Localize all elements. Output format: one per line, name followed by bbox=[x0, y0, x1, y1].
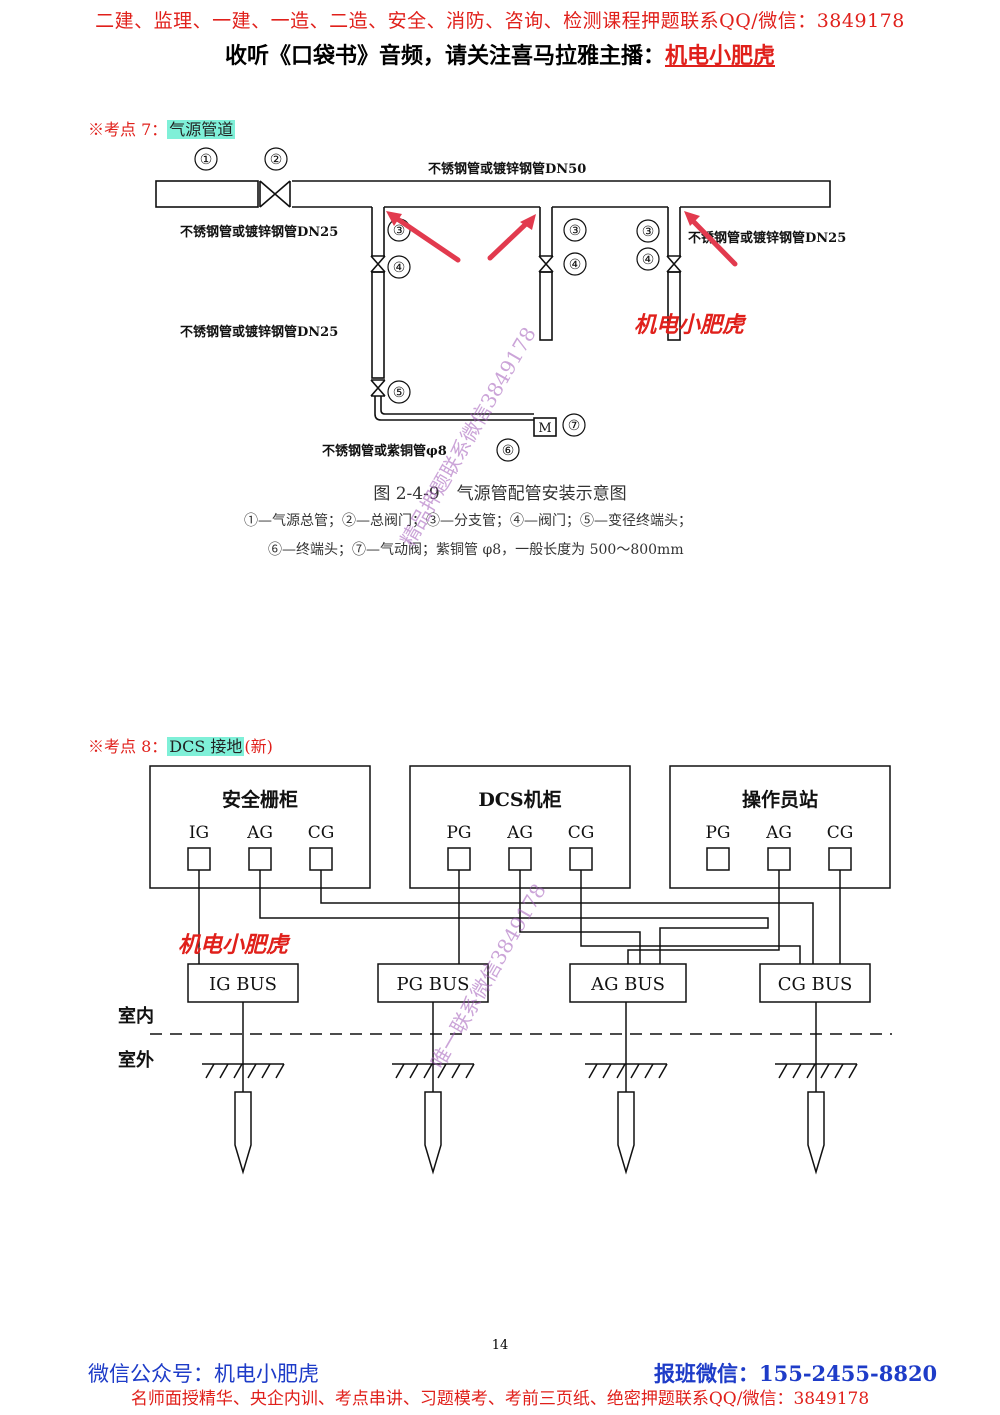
port-label: AG bbox=[506, 823, 533, 843]
port-label: AG bbox=[765, 823, 792, 843]
port-label: CG bbox=[827, 823, 854, 843]
callout-1: ① bbox=[200, 152, 213, 168]
bus-label-cg: CG BUS bbox=[778, 974, 853, 995]
arrow-left bbox=[393, 215, 461, 263]
cabinet-name-3: 操作员站 bbox=[742, 788, 818, 811]
callout-7: ⑦ bbox=[568, 418, 581, 434]
left-branch-valve bbox=[370, 255, 386, 273]
section8-suffix: (新) bbox=[244, 737, 273, 756]
callout-3-middle: ③ bbox=[569, 223, 582, 239]
header-promo-line: 二建、监理、一建、一造、二造、安全、消防、咨询、检测课程押题联系QQ/微信：38… bbox=[95, 10, 905, 32]
pipe-label-main: 不锈钢管或镀锌钢管DN50 bbox=[428, 161, 586, 177]
pipe-label-branch-left: 不锈钢管或镀锌钢管DN25 bbox=[180, 224, 338, 240]
main-pipe-right-segment bbox=[292, 180, 831, 208]
cabinet-name-1: 安全栅柜 bbox=[222, 788, 298, 811]
port-label: IG bbox=[189, 823, 209, 843]
pneumatic-valve-box bbox=[533, 417, 557, 437]
stamp-brand-section7: 机电小肥虎 bbox=[634, 312, 747, 338]
pipe-label-mid: 不锈钢管或镀锌钢管DN25 bbox=[180, 324, 338, 340]
pipe-label-end: 不锈钢管或紫铜管φ8 bbox=[322, 443, 447, 459]
bus-label-ag: AG BUS bbox=[590, 974, 665, 995]
callout-5: ⑤ bbox=[393, 385, 406, 401]
port-label: CG bbox=[568, 823, 595, 843]
figure-title: 图 2-4-9 气源管配管安装示意图 bbox=[373, 484, 627, 504]
figure-legend-line1: ①—气源总管；②—总阀门；③—分支管；④—阀门；⑤—变径终端头； bbox=[244, 513, 692, 529]
port-label: AG bbox=[246, 823, 273, 843]
callout-4-left: ④ bbox=[393, 260, 406, 276]
ground-rod-cg bbox=[807, 1091, 825, 1175]
pipe-label-branch-right: 不锈钢管或镀锌钢管DN25 bbox=[688, 230, 846, 246]
indoor-label: 室内 bbox=[118, 1005, 154, 1027]
left-drop-pipe bbox=[371, 271, 385, 379]
port-label: PG bbox=[705, 823, 730, 843]
reducer-valve bbox=[370, 379, 386, 397]
cabinet-operator-station bbox=[669, 765, 891, 889]
callout-4-right: ④ bbox=[642, 252, 655, 268]
section7-title: 气源管道 bbox=[167, 120, 236, 139]
main-valve-symbol bbox=[259, 180, 291, 208]
figure-legend-line2: ⑥—终端头；⑦—气动阀；紫铜管 φ8，一般长度为 500～800mm bbox=[268, 542, 684, 558]
dcs-grounding-diagram: 安全栅柜 DCS机柜 操作员站 IG AG CG PG AG CG PG AG … bbox=[118, 765, 892, 1175]
section8-heading: ※考点 8：DCS 接地(新) bbox=[88, 733, 273, 757]
footer-wechat-account: 微信公众号：机电小肥虎 bbox=[88, 1362, 319, 1386]
stamp-brand-section8: 机电小肥虎 bbox=[178, 932, 291, 958]
port-label: PG bbox=[446, 823, 471, 843]
callout-6: ⑥ bbox=[502, 443, 515, 459]
callout-3-left: ③ bbox=[393, 223, 406, 239]
header-brand-link[interactable]: 机电小肥虎 bbox=[665, 43, 776, 69]
left-branch-pipe bbox=[371, 207, 385, 256]
main-pipe-left-segment bbox=[155, 180, 259, 208]
section7-heading: ※考点 7：气源管道 bbox=[88, 116, 236, 140]
bus-label-pg: PG BUS bbox=[397, 974, 470, 995]
middle-branch-pipe bbox=[539, 207, 553, 256]
motor-label: M bbox=[538, 421, 551, 436]
bus-label-ig: IG BUS bbox=[209, 974, 277, 995]
right-drop-pipe bbox=[667, 271, 681, 341]
bus-box-cg bbox=[759, 963, 871, 1003]
footer-promo-line: 名师面授精华、央企内训、考点串讲、习题模考、考前三页纸、绝密押题联系QQ/微信：… bbox=[130, 1389, 870, 1409]
copper-tube bbox=[374, 396, 534, 421]
outdoor-label: 室外 bbox=[118, 1049, 154, 1071]
ground-rod-ig bbox=[234, 1091, 252, 1175]
section8-title: DCS 接地 bbox=[167, 737, 245, 756]
cabinet-name-2: DCS机柜 bbox=[478, 789, 561, 811]
callout-3-right: ③ bbox=[642, 224, 655, 240]
section7-marker: ※考点 7： bbox=[88, 120, 168, 139]
right-branch-valve bbox=[666, 255, 682, 273]
footer-enroll-contact: 报班微信：155-2455-8820 bbox=[654, 1361, 938, 1386]
header-audio-prefix: 收听《口袋书》音频，请关注喜马拉雅主播： bbox=[224, 43, 665, 69]
middle-drop-pipe bbox=[539, 271, 553, 341]
arrow-right bbox=[689, 217, 738, 267]
port-label: CG bbox=[308, 823, 335, 843]
header-audio-line: 收听《口袋书》音频，请关注喜马拉雅主播：机电小肥虎 bbox=[0, 38, 1000, 70]
section8-marker: ※考点 8： bbox=[88, 737, 168, 756]
ground-rod-ag bbox=[617, 1091, 635, 1175]
callout-4-middle: ④ bbox=[569, 257, 582, 273]
middle-branch-valve bbox=[538, 255, 554, 273]
arrow-middle bbox=[487, 219, 531, 261]
ground-rod-pg bbox=[424, 1091, 442, 1175]
page-number: 14 bbox=[491, 1338, 509, 1353]
right-branch-pipe bbox=[667, 207, 681, 256]
air-pipe-diagram: ① ② ③ ④ ③ ④ ③ ④ ⑤ ⑥ ⑦ M 不锈钢管或镀锌钢管DN50 不锈… bbox=[155, 147, 846, 462]
callout-2: ② bbox=[270, 152, 283, 168]
